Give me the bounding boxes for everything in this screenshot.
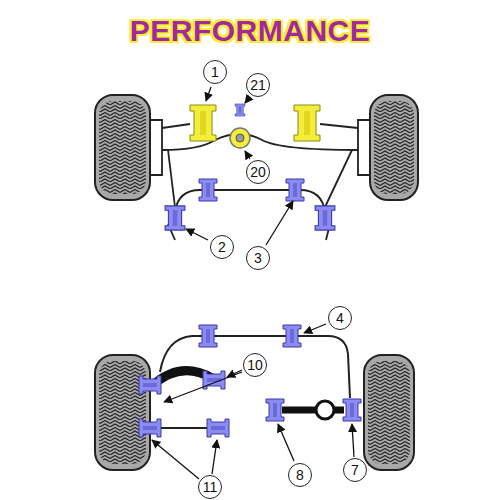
tyre: [95, 95, 418, 200]
small-bushing: [235, 104, 245, 116]
leader-arrow: [152, 87, 354, 479]
bar-bushing: [199, 179, 217, 201]
arm-bushing: [139, 376, 161, 394]
link-bushing: [343, 399, 361, 421]
callout-number: 20: [246, 160, 270, 184]
callout-number: 8: [288, 463, 312, 487]
link-bushing: [165, 206, 185, 230]
callout-number: 2: [210, 235, 234, 259]
callout-number: 1: [203, 60, 227, 84]
link-bushing: [266, 399, 284, 421]
round-bushing: [230, 128, 250, 148]
title: PERFORMANCE: [0, 14, 500, 48]
callout-number: 7: [343, 458, 367, 482]
callout-number: 10: [243, 353, 267, 377]
callout-number: 21: [246, 73, 270, 97]
subframe: [150, 120, 370, 240]
bar-bushing: [199, 325, 217, 347]
callout-number: 4: [328, 306, 352, 330]
link-bushing: [139, 419, 161, 437]
yellow-bushing: [294, 105, 320, 141]
link-bushing: [207, 419, 229, 437]
bar-bushing: [283, 325, 301, 347]
bar-bushing: [286, 179, 304, 201]
callout-number: 3: [246, 246, 270, 270]
callout-number: 11: [198, 475, 222, 499]
yellow-bushing: [190, 105, 216, 141]
trailing-link: [282, 401, 344, 419]
link-bushing: [315, 206, 335, 230]
